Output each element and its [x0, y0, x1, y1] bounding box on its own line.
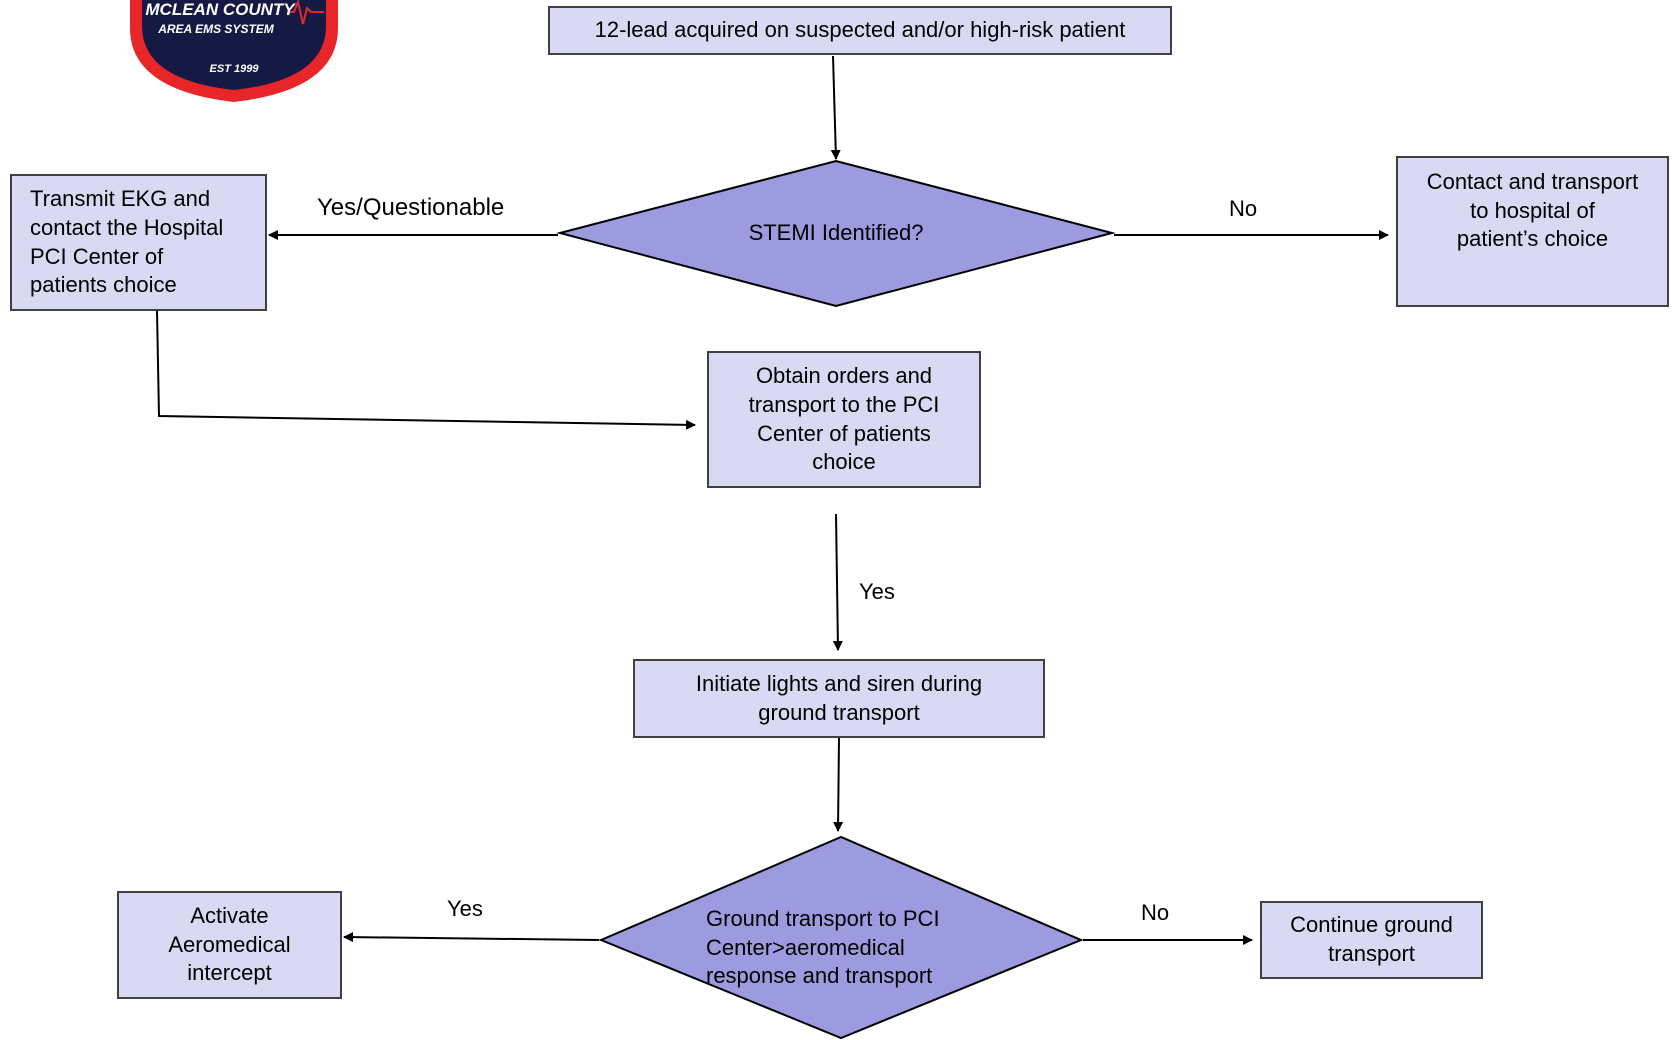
start-node: 12-lead acquired on suspected and/or hig… — [548, 6, 1172, 55]
logo-text-established: EST 1999 — [210, 63, 260, 75]
obtain-orders-node: Obtain orders and transport to the PCI C… — [707, 351, 981, 488]
stemi-decision-text: STEMI Identified? — [748, 220, 924, 245]
continue-ground-node-text: Continue ground transport — [1290, 912, 1453, 966]
ground-decision-diamond — [598, 835, 1084, 1040]
start-node-text: 12-lead acquired on suspected and/or hig… — [594, 17, 1126, 43]
edge-label-ground-yes: Yes — [447, 896, 483, 921]
edge-label-stemi-no: No — [1229, 196, 1258, 221]
transmit-ekg-node-text: Transmit EKG and contact the Hospital PC… — [30, 186, 224, 298]
lights-siren-node-text: Initiate lights and siren during ground … — [695, 670, 983, 725]
contact-transport-node: Contact and transport to hospital of pat… — [1396, 156, 1669, 307]
logo-text-county: MCLEAN COUNTY — [145, 0, 296, 19]
edge-label-orders-yes: Yes — [859, 579, 895, 604]
lights-siren-node: Initiate lights and siren during ground … — [633, 659, 1045, 738]
stemi-decision-diamond — [556, 159, 1116, 308]
arrow-lights-to-ground-decision — [833, 737, 844, 832]
continue-ground-node: Continue ground transport — [1260, 901, 1483, 979]
logo-text-system: AREA EMS SYSTEM — [157, 22, 275, 36]
arrow-transmit-to-orders — [156, 310, 696, 430]
ground-decision-text: Ground transport to PCI Center>aeromedic… — [706, 906, 940, 989]
mclean-county-ems-logo: MCLEAN COUNTY AREA EMS SYSTEM EST 1999 — [130, 0, 338, 102]
contact-transport-node-text: Contact and transport to hospital of pat… — [1426, 169, 1639, 252]
activate-aero-node: Activate Aeromedical intercept — [117, 891, 342, 999]
arrow-start-to-stemi — [830, 55, 841, 160]
activate-aero-node-text: Activate Aeromedical intercept — [168, 903, 291, 986]
edge-label-stemi-yes: Yes/Questionable — [317, 194, 505, 221]
arrow-ground-yes-to-aero — [343, 932, 600, 943]
arrow-orders-yes-to-lights — [832, 513, 843, 651]
obtain-orders-node-text: Obtain orders and transport to the PCI C… — [748, 363, 940, 475]
edge-label-ground-no: No — [1141, 900, 1170, 925]
transmit-ekg-node: Transmit EKG and contact the Hospital PC… — [10, 174, 267, 311]
